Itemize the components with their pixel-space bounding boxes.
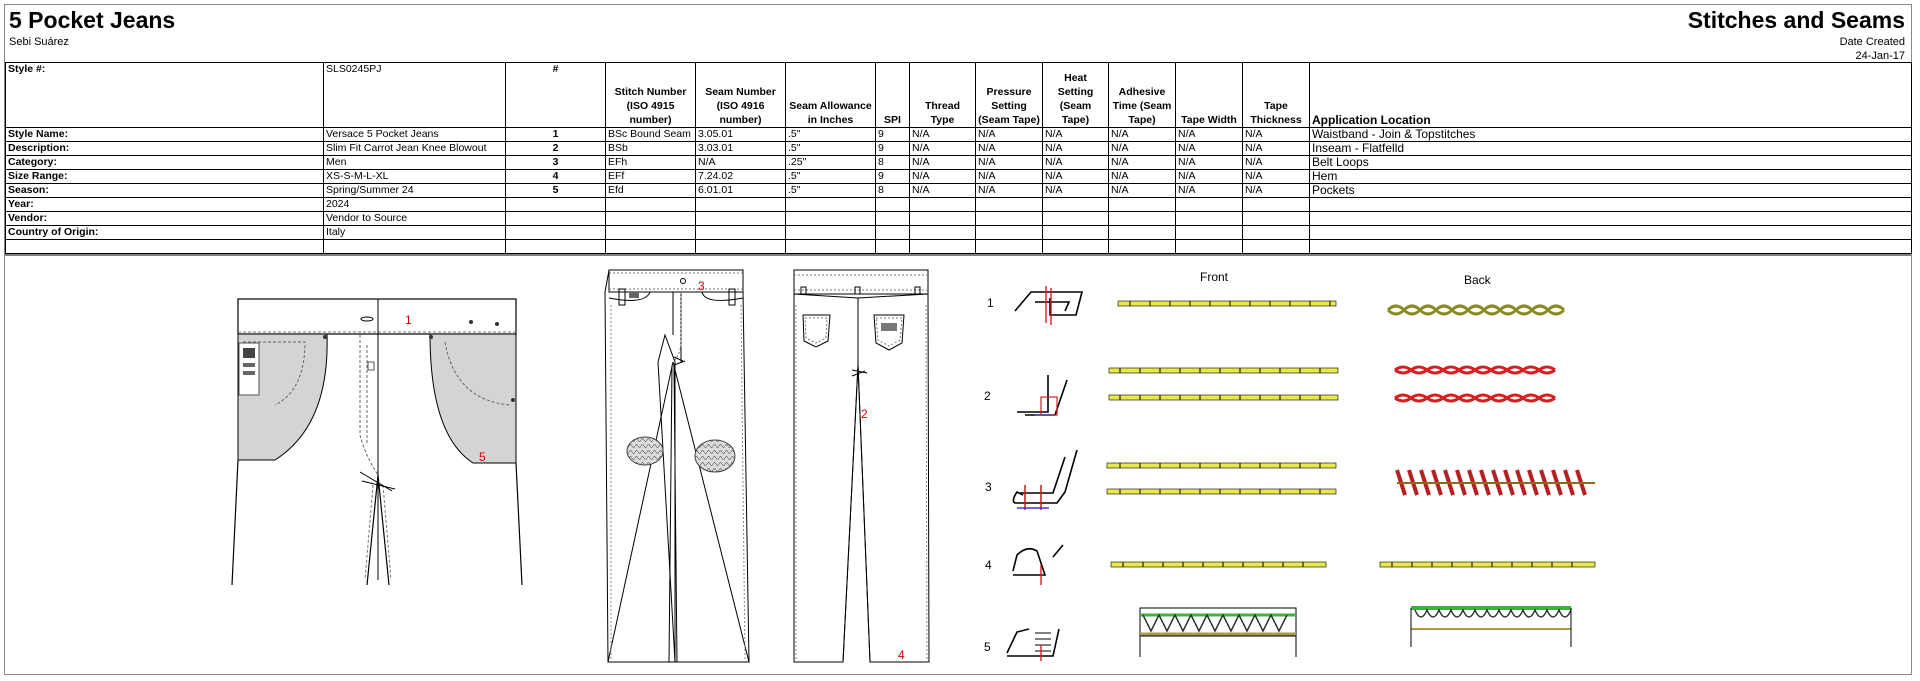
stitch-row-2-number: 2 — [984, 389, 991, 403]
date-created-label: Date Created — [1839, 36, 1905, 48]
col-header-seam: Seam Number (ISO 4916 number) — [695, 62, 786, 128]
col-header-num: # — [505, 62, 606, 128]
col-header-thread: Thread Type — [909, 62, 976, 128]
back-jeans-drawing — [793, 269, 930, 663]
style-number-label: Style #: — [5, 62, 324, 128]
waistband-detail-drawing — [231, 298, 523, 586]
callout-3: 3 — [698, 279, 705, 293]
front-heading: Front — [1200, 270, 1229, 284]
stitch-row-5-number: 5 — [984, 640, 991, 654]
callout-4: 4 — [898, 648, 905, 662]
spec-row — [5, 239, 1912, 254]
spec-row: Year:2024 — [5, 197, 1912, 212]
back-stitch-swatches — [1379, 304, 1596, 647]
back-heading: Back — [1464, 273, 1492, 287]
col-header-tape-thickness: Tape Thickness — [1242, 62, 1310, 128]
callout-5: 5 — [479, 450, 486, 464]
tech-pack-sheet: 5 Pocket Jeans Sebi Suárez Stitches and … — [4, 4, 1912, 675]
section-title: Stitches and Seams — [1687, 7, 1905, 33]
spec-header-row: Style #: SLS0245PJ # Stitch Number (ISO … — [5, 62, 1912, 128]
col-header-pressure: Pressure Setting (Seam Tape) — [975, 62, 1043, 128]
front-jeans-drawing — [604, 269, 750, 663]
col-header-allowance: Seam Allowance in Inches — [785, 62, 876, 128]
spec-row: Vendor:Vendor to Source — [5, 211, 1912, 226]
author-name: Sebi Suárez — [9, 36, 69, 48]
stitch-row-1-number: 1 — [987, 296, 994, 310]
col-header-stitch: Stitch Number (ISO 4915 number) — [605, 62, 696, 128]
callout-2: 2 — [861, 407, 868, 421]
spec-table: Style #: SLS0245PJ # Stitch Number (ISO … — [5, 62, 1912, 254]
stitch-row-4-number: 4 — [985, 558, 992, 572]
front-coverstitch-swatch — [1139, 607, 1297, 657]
seam-cell-location — [1309, 239, 1912, 254]
stitch-row-3-number: 3 — [985, 480, 992, 494]
technical-drawing: 1 2 3 4 5 Front Back 1 2 3 4 5 — [5, 254, 1911, 663]
callout-1: 1 — [405, 313, 412, 327]
page-title: 5 Pocket Jeans — [9, 7, 176, 33]
front-stitch-ticks — [1119, 301, 1331, 567]
col-header-heat: Heat Setting (Seam Tape) — [1042, 62, 1109, 128]
sheet-header: 5 Pocket Jeans Sebi Suárez Stitches and … — [5, 5, 1911, 63]
date-created-value: 24-Jan-17 — [1855, 50, 1905, 62]
col-header-tape-width: Tape Width — [1175, 62, 1243, 128]
col-header-adhesive: Adhesive Time (Seam Tape) — [1108, 62, 1176, 128]
col-header-location: Application Location — [1309, 62, 1912, 128]
seam-diagram-icons — [1006, 286, 1084, 661]
front-stitch-swatches — [1106, 300, 1339, 568]
